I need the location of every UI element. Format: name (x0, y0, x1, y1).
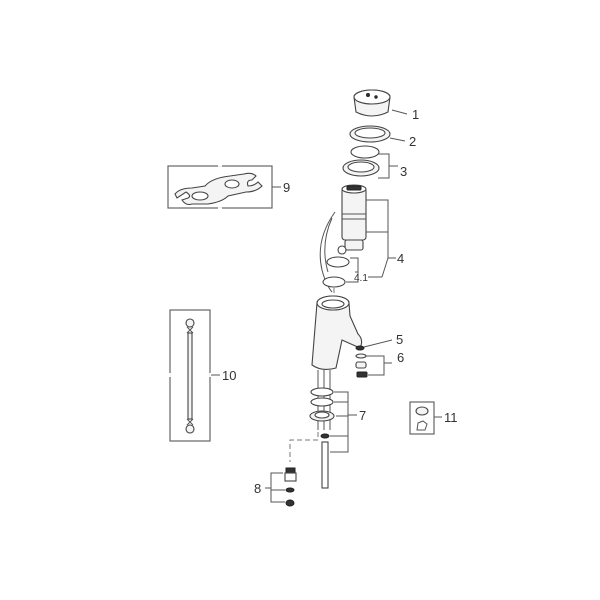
callout-8: 8 (254, 481, 261, 496)
leader-3 (378, 153, 398, 179)
callout-2: 2 (409, 134, 416, 149)
faucet-body[interactable] (311, 288, 363, 371)
part-1-cap[interactable] (353, 89, 391, 117)
callout-3: 3 (400, 164, 407, 179)
callout-7: 7 (359, 408, 366, 423)
callout-1: 1 (412, 107, 419, 122)
part-5-aerator-ring[interactable] (355, 345, 365, 351)
leader-4 (366, 199, 396, 259)
part-3-rings[interactable] (342, 145, 380, 177)
part-2-ring[interactable] (349, 125, 391, 143)
part-6-aerator[interactable] (355, 353, 368, 378)
connection-line (289, 432, 319, 462)
part-10-hose[interactable] (167, 309, 213, 442)
leader-7 (330, 391, 357, 453)
leader-2 (389, 137, 406, 142)
part-9-wrench[interactable] (167, 163, 273, 211)
part-11-small-parts[interactable] (409, 401, 435, 435)
callout-10: 10 (222, 368, 236, 383)
callout-4-1: 4.1 (354, 273, 368, 284)
leader-1 (391, 109, 408, 115)
callout-6: 6 (397, 350, 404, 365)
callout-5: 5 (396, 332, 403, 347)
callout-9-label: 9 (283, 180, 290, 195)
part-4-1-o-rings[interactable] (322, 256, 350, 288)
leader-5 (363, 339, 393, 348)
part-8-connector[interactable] (284, 467, 297, 507)
leader-4-1 (346, 257, 359, 283)
leader-6 (366, 355, 392, 376)
callout-4: 4 (397, 251, 404, 266)
callout-11: 11 (444, 410, 458, 425)
part-4-cartridge[interactable] (319, 184, 367, 293)
part-7-mounting-set[interactable] (309, 370, 335, 489)
leader-8 (265, 472, 285, 503)
